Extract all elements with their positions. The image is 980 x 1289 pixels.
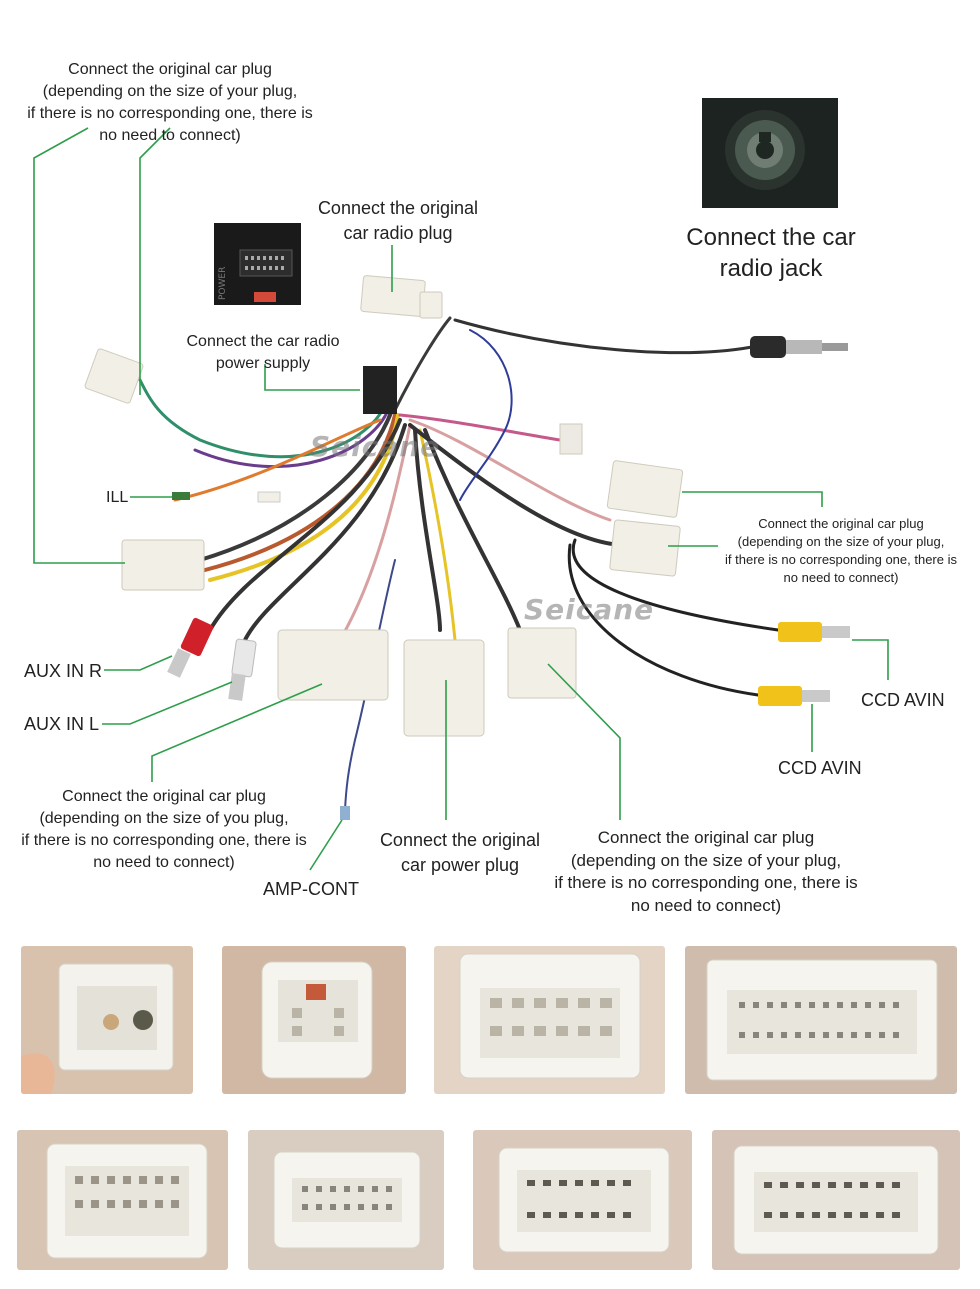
connector-photo-8 [712, 1130, 960, 1270]
rca-yellow-plug-2 [758, 686, 830, 706]
right-plug-label: Connect the original car plug (depending… [725, 516, 957, 585]
radio-jack-label: Connect the car radio jack [686, 224, 856, 282]
connector-photo-4 [685, 946, 957, 1094]
connector-photo-6 [248, 1130, 444, 1270]
bottom-left-plug-label: Connect the original car plug (depending… [21, 788, 307, 871]
rca-white-plug [228, 638, 257, 701]
power-plug-label: Connect the original car power plug [379, 830, 541, 875]
power-supply-label: Connect the car radio power supply [186, 333, 340, 372]
connector-photo-1 [21, 946, 193, 1094]
svg-text:POWER: POWER [218, 267, 228, 300]
power-harness-connector [363, 366, 397, 414]
rca-yellow-plug-1 [778, 622, 850, 642]
connector-photo-2 [222, 946, 406, 1094]
ill-label: ILL [106, 489, 129, 506]
top-left-plug-label: Connect the original car plug (depending… [27, 61, 313, 144]
power-socket-photo: POWER [214, 223, 301, 305]
left-connector [121, 539, 205, 591]
ccd-avin-2-label: CCD AVIN [778, 758, 862, 778]
connector-photo-7 [473, 1130, 692, 1270]
right-connector-2 [609, 519, 681, 577]
ill-wire-tip [172, 492, 190, 500]
top-left-connector [84, 348, 144, 404]
aux-in-r-label: AUX IN R [24, 661, 103, 681]
bottom-left-connector [277, 629, 389, 701]
amp-cont-label: AMP-CONT [263, 879, 359, 899]
radio-plug-label: Connect the original car radio plug [317, 198, 479, 243]
amp-cont-tip [340, 806, 350, 820]
aux-in-l-label: AUX IN L [24, 714, 100, 734]
watermark-2: Seicane [524, 593, 655, 626]
connector-photo-5 [17, 1130, 228, 1270]
bottom-right-plug-label: Connect the original car plug (depending… [554, 828, 858, 915]
wiring-harness-diagram: POWER [33, 98, 889, 871]
ccd-avin-1-label: CCD AVIN [861, 690, 945, 710]
rca-red-plug [167, 617, 214, 678]
small-connector [559, 423, 583, 455]
power-plug-connector [403, 639, 485, 737]
antenna-plug [750, 336, 848, 358]
right-connector-1 [606, 460, 684, 518]
watermark-1: Seicane [310, 430, 441, 463]
connector-photo-3 [434, 946, 665, 1094]
bottom-right-connector [507, 627, 577, 699]
radio-plug-connector [360, 275, 443, 319]
radio-jack-photo [702, 98, 838, 208]
